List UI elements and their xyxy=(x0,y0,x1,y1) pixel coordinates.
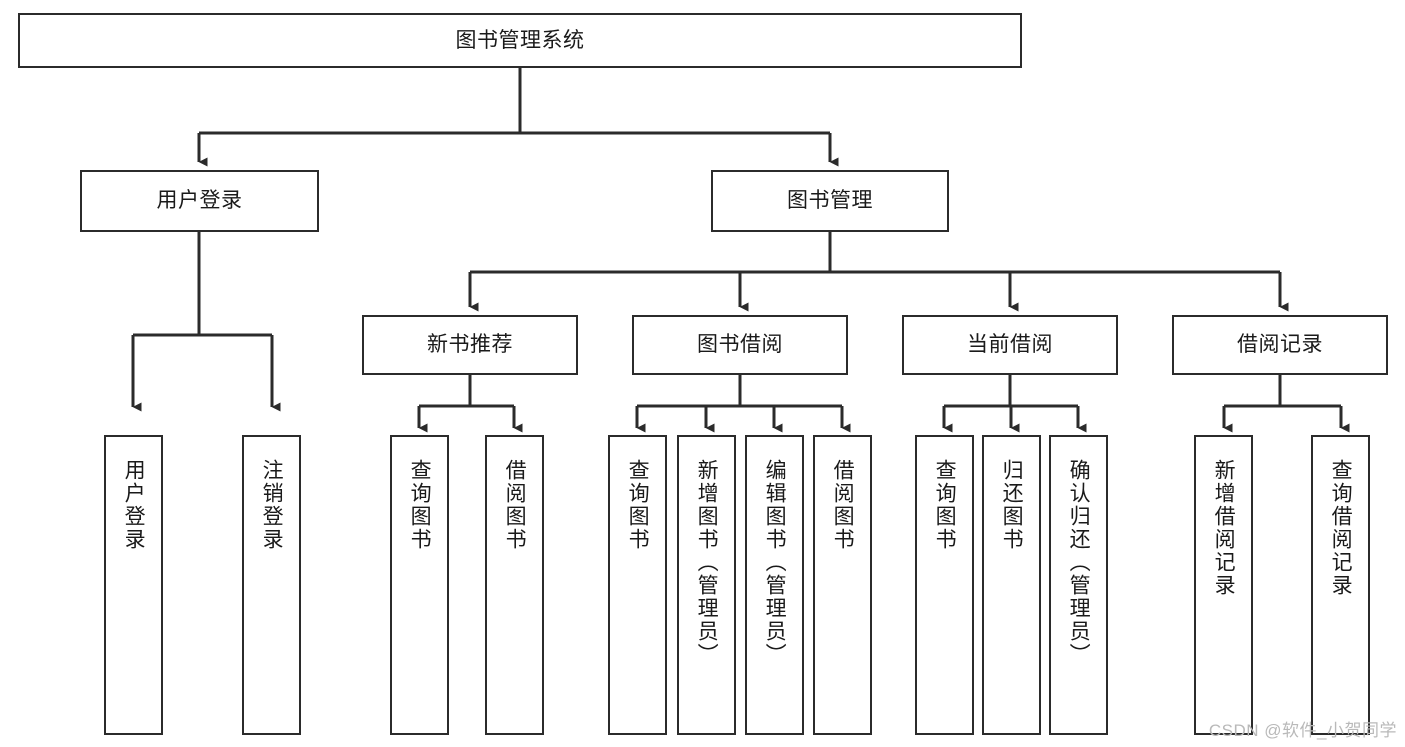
node-borrow-record[interactable]: 借阅记录 xyxy=(1172,315,1388,375)
node-borrow-record-label: 借阅记录 xyxy=(1237,333,1323,357)
leaf-book-borrow-lend[interactable]: 借阅图书 xyxy=(813,435,872,735)
node-current-borrow[interactable]: 当前借阅 xyxy=(902,315,1118,375)
leaf-book-borrow-add[interactable]: 新增图书（管理员） xyxy=(677,435,736,735)
leaf-new-book-query[interactable]: 查询图书 xyxy=(390,435,449,735)
leaf-book-borrow-add-label: 新增图书（管理员） xyxy=(695,459,719,666)
leaf-user-login-signin[interactable]: 用户登录 xyxy=(104,435,163,735)
node-user-login[interactable]: 用户登录 xyxy=(80,170,319,232)
leaf-current-borrow-confirm-label: 确认归还（管理员） xyxy=(1067,459,1091,666)
leaf-new-book-borrow[interactable]: 借阅图书 xyxy=(485,435,544,735)
leaf-book-borrow-lend-label: 借阅图书 xyxy=(831,459,855,551)
leaf-new-book-query-label: 查询图书 xyxy=(408,459,432,551)
leaf-book-borrow-query[interactable]: 查询图书 xyxy=(608,435,667,735)
leaf-user-login-signout[interactable]: 注销登录 xyxy=(242,435,301,735)
leaf-current-borrow-query[interactable]: 查询图书 xyxy=(915,435,974,735)
leaf-borrow-record-add[interactable]: 新增借阅记录 xyxy=(1194,435,1253,735)
node-current-borrow-label: 当前借阅 xyxy=(967,333,1053,357)
node-book-management[interactable]: 图书管理 xyxy=(711,170,949,232)
leaf-book-borrow-edit-label: 编辑图书（管理员） xyxy=(763,459,787,666)
leaf-book-borrow-edit[interactable]: 编辑图书（管理员） xyxy=(745,435,804,735)
node-new-book-recommend-label: 新书推荐 xyxy=(427,333,513,357)
leaf-borrow-record-query[interactable]: 查询借阅记录 xyxy=(1311,435,1370,735)
node-new-book-recommend[interactable]: 新书推荐 xyxy=(362,315,578,375)
node-book-management-label: 图书管理 xyxy=(787,189,873,213)
leaf-current-borrow-return[interactable]: 归还图书 xyxy=(982,435,1041,735)
node-user-login-label: 用户登录 xyxy=(156,189,243,213)
leaf-book-borrow-query-label: 查询图书 xyxy=(626,459,650,551)
node-book-borrow[interactable]: 图书借阅 xyxy=(632,315,848,375)
node-book-borrow-label: 图书借阅 xyxy=(697,333,783,357)
leaf-borrow-record-add-label: 新增借阅记录 xyxy=(1212,459,1236,597)
node-root-system-label: 图书管理系统 xyxy=(455,28,585,52)
node-root-system[interactable]: 图书管理系统 xyxy=(18,13,1022,68)
leaf-borrow-record-query-label: 查询借阅记录 xyxy=(1329,459,1353,597)
leaf-user-login-signin-label: 用户登录 xyxy=(122,459,146,551)
leaf-current-borrow-query-label: 查询图书 xyxy=(933,459,957,551)
leaf-current-borrow-confirm[interactable]: 确认归还（管理员） xyxy=(1049,435,1108,735)
leaf-new-book-borrow-label: 借阅图书 xyxy=(503,459,527,551)
leaf-user-login-signout-label: 注销登录 xyxy=(260,459,284,551)
leaf-current-borrow-return-label: 归还图书 xyxy=(1000,459,1024,551)
